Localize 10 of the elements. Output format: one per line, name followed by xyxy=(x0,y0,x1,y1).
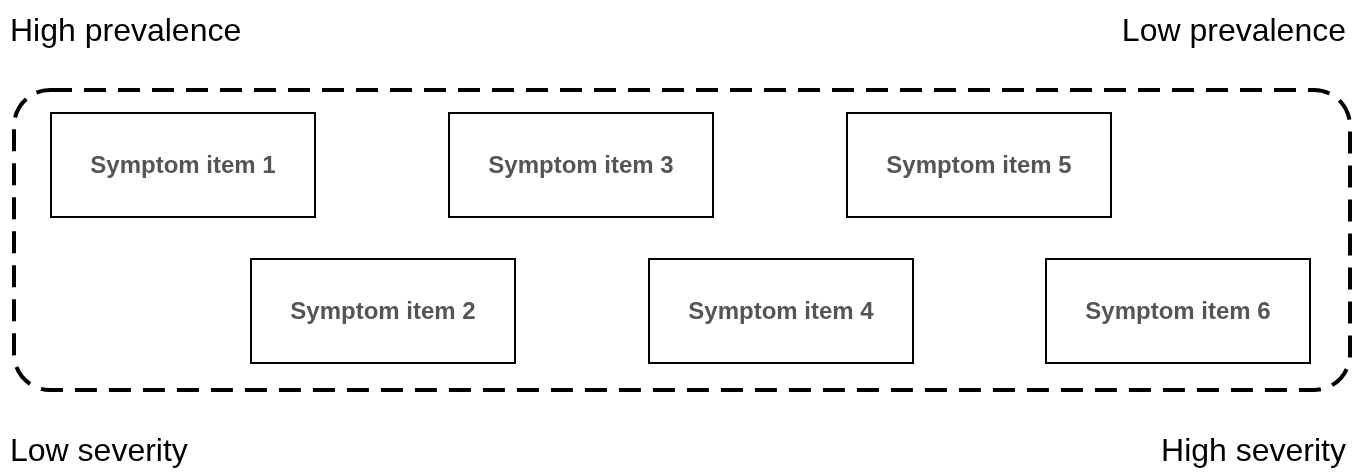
symptom-box: Symptom item 3 xyxy=(448,112,714,218)
axis-label: High prevalence xyxy=(10,11,242,50)
axis-label: Low prevalence xyxy=(1121,11,1346,50)
symptom-box: Symptom item 1 xyxy=(50,112,316,218)
symptom-box: Symptom item 2 xyxy=(250,258,516,364)
axis-label: Low severity xyxy=(10,431,188,470)
symptom-box: Symptom item 6 xyxy=(1045,258,1311,364)
symptom-box: Symptom item 4 xyxy=(648,258,914,364)
symptom-box: Symptom item 5 xyxy=(846,112,1112,218)
axis-label: High severity xyxy=(1161,431,1346,470)
